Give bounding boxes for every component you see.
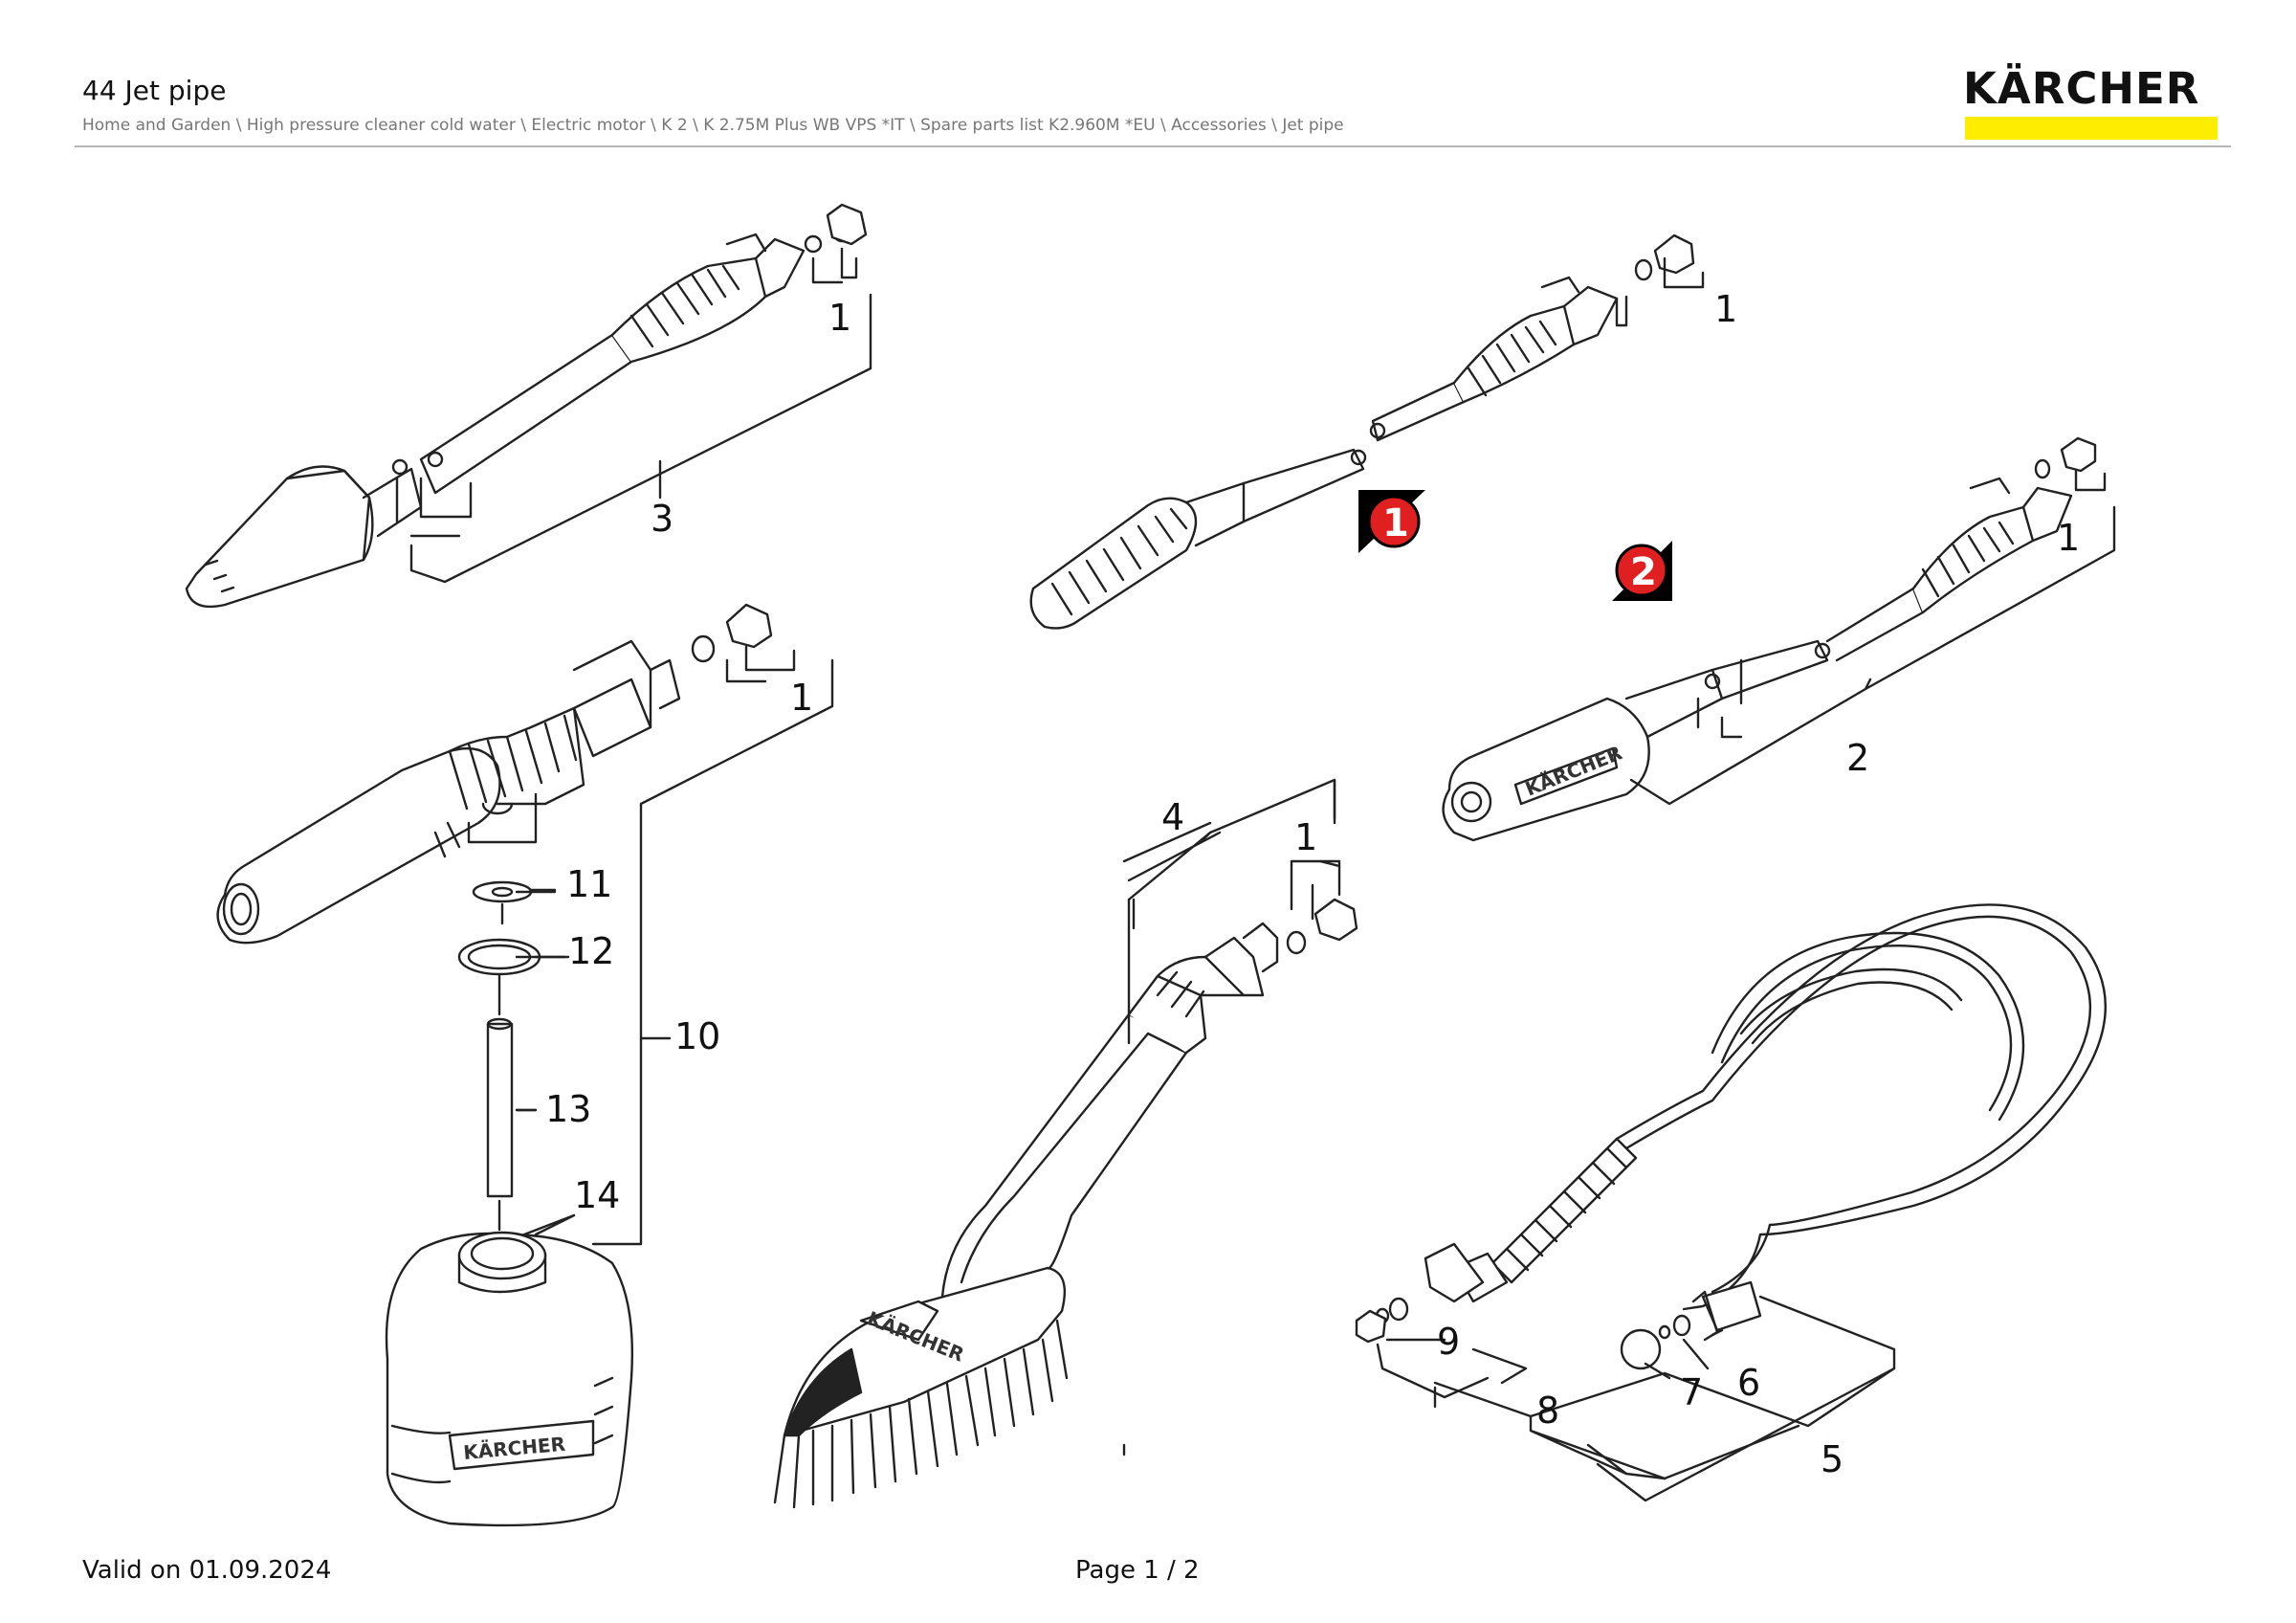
jet-pipe-marker-2: KÄRCHER	[1442, 436, 2116, 842]
part-number-labels: 1 1 1 1 1 2 3 4 5 6 7 8 9 10 11 12 13 14	[545, 288, 2080, 1480]
part-label-1: 1	[2057, 517, 2080, 559]
part-label-2: 2	[1846, 737, 1869, 779]
part-label-1: 1	[790, 677, 813, 719]
part-label-1: 1	[1294, 816, 1317, 858]
breadcrumb[interactable]: Home and Garden \ High pressure cleaner …	[82, 116, 1344, 135]
part-label-9: 9	[1437, 1321, 1460, 1363]
part-label-8: 8	[1536, 1390, 1559, 1432]
marker-2-badge: 2	[1612, 541, 1672, 601]
part-label-3: 3	[651, 498, 673, 540]
jet-pipe-item-3	[185, 203, 872, 609]
hose-item-5	[1355, 903, 2108, 1502]
logo-yellow-bar	[1965, 117, 2218, 140]
marker-1-number: 1	[1382, 501, 1409, 545]
page-number: Page 1 / 2	[1075, 1556, 1200, 1585]
part-label-1: 1	[1714, 288, 1737, 330]
page-title: 44 Jet pipe	[82, 75, 227, 106]
part-label-11: 11	[566, 863, 612, 905]
leader-lines	[515, 831, 1724, 1342]
header-divider	[75, 145, 2231, 147]
valid-date: Valid on 01.09.2024	[82, 1556, 332, 1585]
marker-1-badge: 1	[1358, 490, 1425, 553]
part-label-4: 4	[1161, 796, 1184, 838]
part-label-14: 14	[574, 1174, 620, 1216]
part-label-12: 12	[568, 930, 614, 972]
logo-text: KÄRCHER	[1963, 63, 2200, 114]
part-label-7: 7	[1680, 1371, 1703, 1413]
wash-brush-item-4: KÄRCHER	[773, 778, 1358, 1509]
part-label-1: 1	[828, 297, 851, 339]
part-label-10: 10	[674, 1015, 720, 1057]
page-header: 44 Jet pipe Home and Garden \ High press…	[82, 75, 2235, 135]
marker-2-number: 2	[1630, 550, 1657, 594]
karcher-logo: KÄRCHER	[1963, 63, 2218, 140]
part-label-6: 6	[1737, 1362, 1760, 1404]
part-label-13: 13	[545, 1088, 591, 1130]
jet-pipe-marker-1	[1029, 233, 1705, 630]
foam-jet-item-10: KÄRCHER	[216, 603, 834, 1527]
part-label-5: 5	[1821, 1438, 1843, 1480]
